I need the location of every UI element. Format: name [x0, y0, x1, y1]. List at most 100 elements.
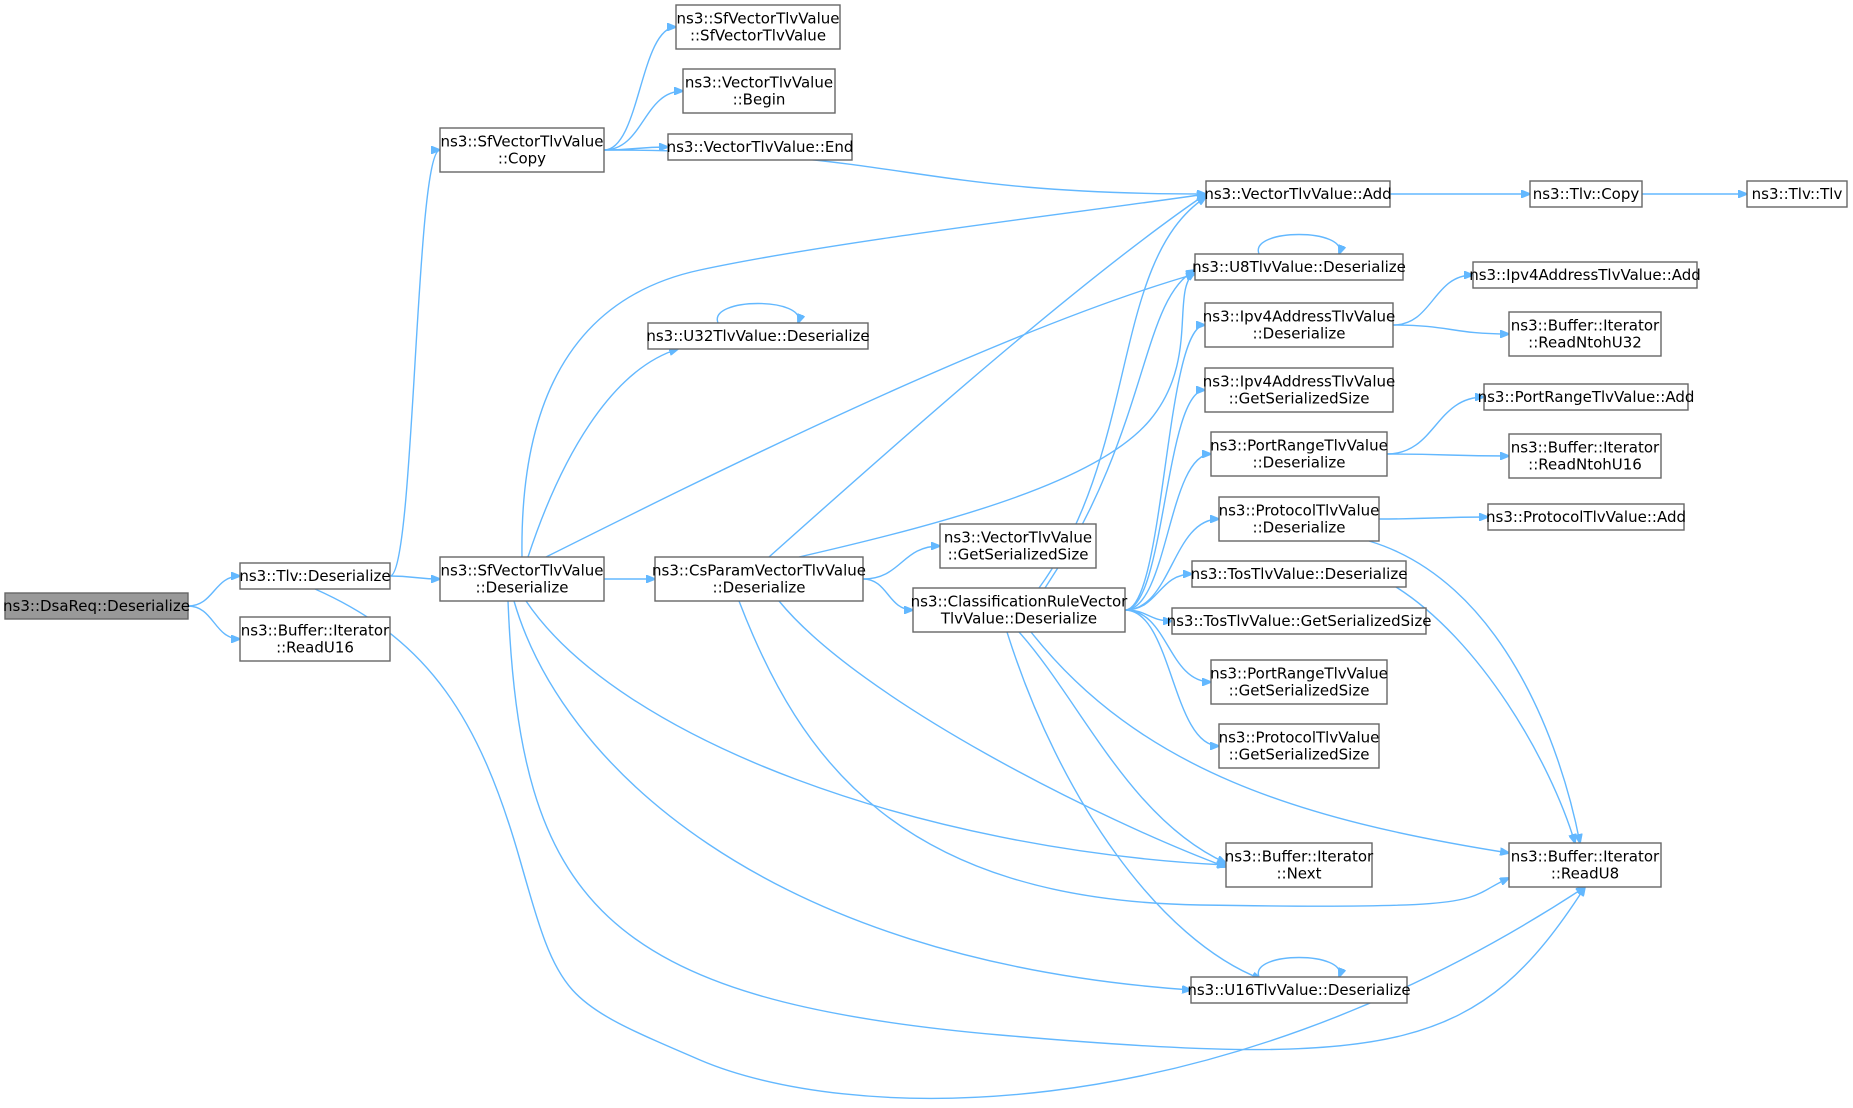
node-label: ::GetSerializedSize — [1229, 390, 1370, 408]
nodes-layer: ns3::DsaReq::Deserialize ns3::Tlv::Deseri… — [3, 4, 1848, 1004]
node-box — [682, 68, 836, 114]
edge-sfv-deser-to-next — [525, 600, 1226, 865]
edge-u8-deser-to-u8-deser — [1257, 233, 1339, 255]
node-box — [1194, 253, 1404, 281]
graph-node-vt-begin[interactable]: ns3::VectorTlvValue::Begin — [682, 68, 836, 114]
edge-cr-deser-to-ipv4-getsize — [1124, 390, 1205, 611]
node-box — [1205, 180, 1391, 208]
node-label: ns3::TosTlvValue::GetSerializedSize — [1167, 612, 1432, 630]
node-label: ::GetSerializedSize — [948, 546, 1089, 564]
node-label: ::ReadU8 — [1551, 865, 1619, 883]
node-label: ns3::Tlv::Copy — [1533, 185, 1640, 203]
graph-node-pr-deser[interactable]: ns3::PortRangeTlvValue::Deserialize — [1210, 431, 1388, 477]
node-label: ns3::VectorTlvValue::End — [667, 138, 854, 156]
node-label: ::ReadNtohU32 — [1528, 334, 1642, 352]
graph-node-next[interactable]: ns3::Buffer::Iterator::Next — [1225, 842, 1374, 888]
node-box — [1190, 976, 1408, 1004]
graph-node-u32-deser[interactable]: ns3::U32TlvValue::Deserialize — [646, 322, 870, 350]
node-box — [912, 587, 1126, 633]
node-label: ns3::Buffer::Iterator — [1511, 848, 1660, 866]
edge-cs-deser-to-vt-add — [768, 194, 1206, 558]
node-label: TlvValue::Deserialize — [940, 610, 1097, 628]
graph-node-readntohu32[interactable]: ns3::Buffer::Iterator::ReadNtohU32 — [1508, 311, 1662, 357]
graph-node-vt-end[interactable]: ns3::VectorTlvValue::End — [667, 133, 854, 161]
edge-sfv-deser-to-vt-add — [521, 194, 1206, 558]
edge-sfv-copy-to-sfv-ctor — [603, 27, 676, 151]
node-label: ns3::VectorTlvValue — [685, 74, 833, 92]
node-box — [675, 4, 841, 50]
node-label: ns3::SfVectorTlvValue — [441, 562, 604, 580]
edge-tlv-deser-to-readu8 — [314, 588, 1585, 1100]
graph-node-ipv4-getsize[interactable]: ns3::Ipv4AddressTlvValue::GetSerializedS… — [1203, 367, 1395, 413]
node-label: ns3::U16TlvValue::Deserialize — [1187, 981, 1410, 999]
edge-cr-deser-to-pr-deser — [1124, 454, 1211, 611]
graph-node-vt-getsize[interactable]: ns3::VectorTlvValue::GetSerializedSize — [939, 523, 1097, 569]
edge-dsareq-to-readu16 — [187, 605, 240, 639]
node-label: ns3::Tlv::Tlv — [1752, 185, 1843, 203]
graph-node-sfv-copy[interactable]: ns3::SfVectorTlvValue::Copy — [439, 127, 605, 173]
node-box — [1746, 180, 1848, 208]
graph-node-cr-deser[interactable]: ns3::ClassificationRuleVectorTlvValue::D… — [911, 587, 1129, 633]
edge-sfv-deser-to-u32-deser — [527, 349, 678, 558]
graph-node-u8-deser[interactable]: ns3::U8TlvValue::Deserialize — [1192, 253, 1406, 281]
edge-ipv4-deser-to-readntohu32 — [1392, 324, 1509, 334]
graph-node-tlv-copy[interactable]: ns3::Tlv::Copy — [1529, 180, 1643, 208]
edge-cs-deser-to-vt-getsize — [862, 546, 940, 580]
edges-layer — [187, 27, 1747, 1100]
node-box — [1483, 383, 1689, 411]
node-label: ns3::CsParamVectorTlvValue — [652, 562, 866, 580]
node-label: ns3::Buffer::Iterator — [1225, 848, 1374, 866]
node-box — [1171, 607, 1427, 635]
edge-cr-deser-to-u16-deser — [1006, 631, 1261, 979]
edge-pr-deser-to-readntohu16 — [1386, 454, 1509, 456]
graph-node-vt-add[interactable]: ns3::VectorTlvValue::Add — [1204, 180, 1392, 208]
graph-node-tlv-ctor[interactable]: ns3::Tlv::Tlv — [1746, 180, 1848, 208]
graph-node-u16-deser[interactable]: ns3::U16TlvValue::Deserialize — [1187, 976, 1411, 1004]
node-box — [647, 322, 869, 350]
node-label: ns3::Ipv4AddressTlvValue — [1203, 373, 1395, 391]
graph-node-readntohu16[interactable]: ns3::Buffer::Iterator::ReadNtohU16 — [1508, 433, 1662, 479]
node-label: ::SfVectorTlvValue — [690, 27, 826, 45]
node-label: ns3::U32TlvValue::Deserialize — [646, 327, 869, 345]
graph-node-tos-deser[interactable]: ns3::TosTlvValue::Deserialize — [1191, 560, 1408, 588]
node-label: ns3::VectorTlvValue::Add — [1204, 185, 1391, 203]
graph-node-readu16[interactable]: ns3::Buffer::Iterator::ReadU16 — [239, 616, 391, 662]
node-box — [239, 562, 391, 590]
edge-proto-deser-to-readu8 — [1368, 540, 1580, 843]
graph-node-sfv-ctor[interactable]: ns3::SfVectorTlvValue::SfVectorTlvValue — [675, 4, 841, 50]
graph-node-pr-add[interactable]: ns3::PortRangeTlvValue::Add — [1478, 383, 1695, 411]
graph-node-pr-getsize[interactable]: ns3::PortRangeTlvValue::GetSerializedSiz… — [1210, 659, 1388, 705]
graph-node-ipv4-deser[interactable]: ns3::Ipv4AddressTlvValue::Deserialize — [1203, 302, 1395, 348]
node-label: ns3::Buffer::Iterator — [1511, 439, 1660, 457]
node-label: ns3::TosTlvValue::Deserialize — [1191, 565, 1408, 583]
edge-cr-deser-to-pr-getsize — [1124, 609, 1211, 682]
node-label: ns3::PortRangeTlvValue — [1210, 665, 1388, 683]
edge-cs-deser-to-cr-deser — [862, 578, 913, 610]
node-label: ::Copy — [498, 150, 546, 168]
node-box — [1204, 367, 1394, 413]
graph-node-sfv-deser[interactable]: ns3::SfVectorTlvValue::Deserialize — [439, 556, 605, 602]
node-label: ns3::SfVectorTlvValue — [441, 133, 604, 151]
graph-node-proto-add[interactable]: ns3::ProtocolTlvValue::Add — [1486, 503, 1686, 531]
edge-cr-deser-to-proto-getsize — [1124, 609, 1219, 746]
edge-dsareq-to-tlv-deser — [187, 576, 240, 607]
graph-node-dsareq[interactable]: ns3::DsaReq::Deserialize — [3, 592, 190, 620]
node-box — [654, 556, 864, 602]
node-label: ns3::Tlv::Deserialize — [239, 567, 390, 585]
edge-cr-deser-to-tos-deser — [1124, 574, 1192, 611]
node-label: ::Deserialize — [1253, 519, 1346, 537]
node-label: ::Deserialize — [1253, 454, 1346, 472]
node-label: ::Deserialize — [713, 579, 806, 597]
node-box — [1487, 503, 1685, 531]
edge-pr-deser-to-pr-add — [1386, 397, 1484, 455]
graph-node-cs-deser[interactable]: ns3::CsParamVectorTlvValue::Deserialize — [652, 556, 866, 602]
edge-cs-deser-to-next — [778, 600, 1226, 867]
graph-node-proto-getsize[interactable]: ns3::ProtocolTlvValue::GetSerializedSize — [1218, 723, 1380, 769]
graph-node-ipv4-add[interactable]: ns3::Ipv4AddressTlvValue::Add — [1469, 261, 1701, 289]
edge-cr-deser-to-ipv4-deser — [1124, 325, 1205, 611]
graph-node-tlv-deser[interactable]: ns3::Tlv::Deserialize — [239, 562, 391, 590]
graph-node-readu8[interactable]: ns3::Buffer::Iterator::ReadU8 — [1508, 842, 1662, 888]
graph-node-proto-deser[interactable]: ns3::ProtocolTlvValue::Deserialize — [1218, 496, 1380, 542]
node-box — [239, 616, 391, 662]
graph-node-tos-getsize[interactable]: ns3::TosTlvValue::GetSerializedSize — [1167, 607, 1432, 635]
